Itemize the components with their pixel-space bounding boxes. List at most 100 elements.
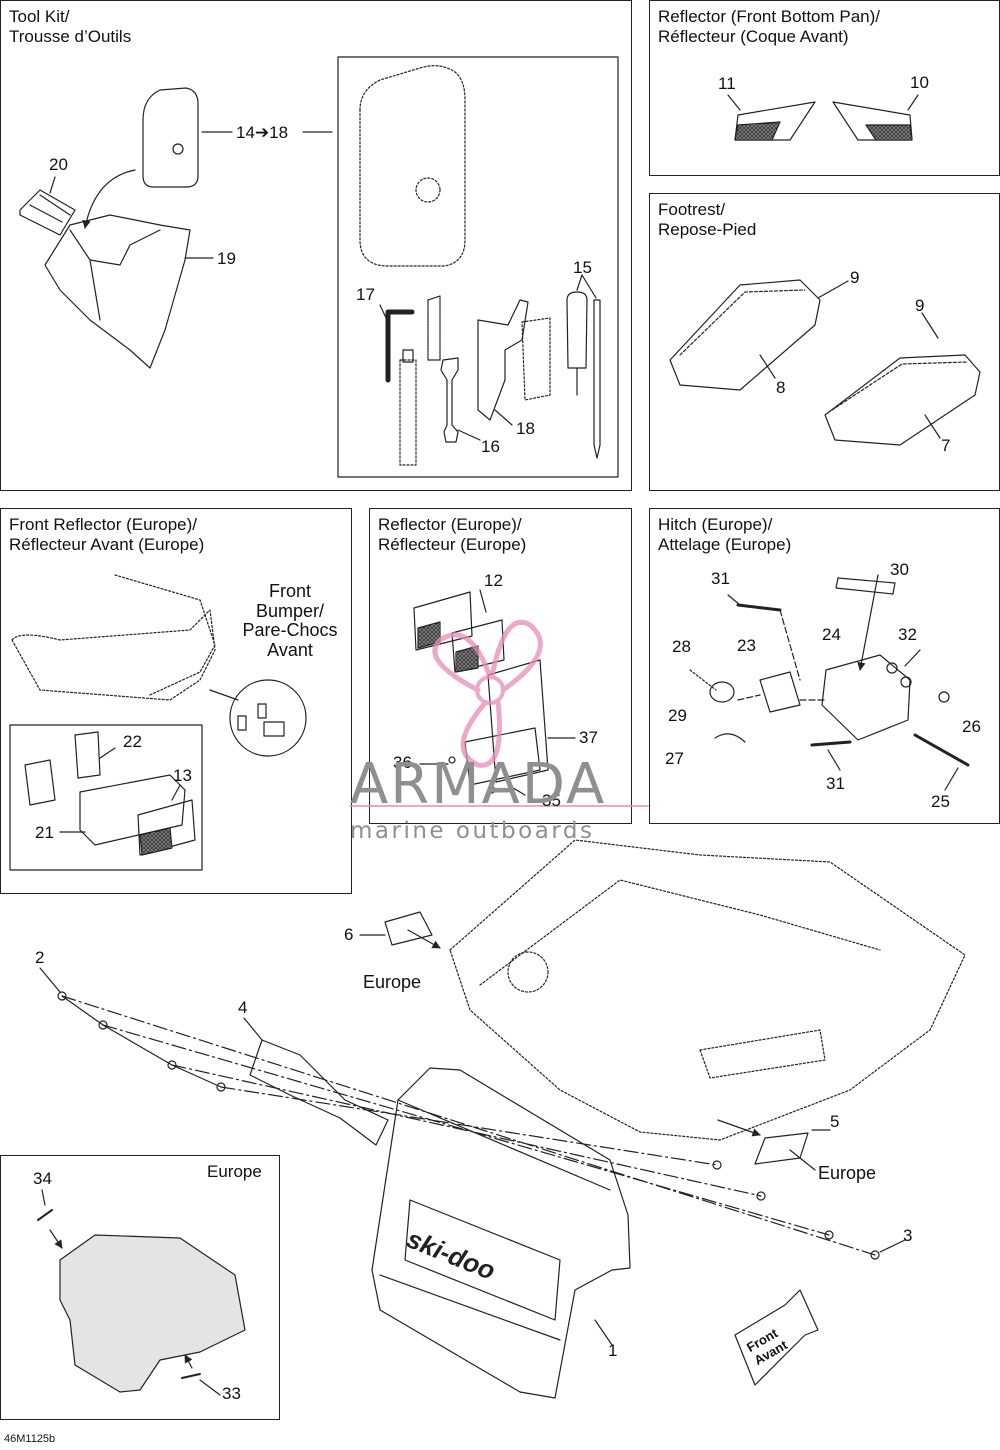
extension-socket xyxy=(399,359,417,466)
europe-label-6: Europe xyxy=(363,972,422,992)
callout-6: 6 xyxy=(344,925,354,944)
panel-reflector-europe: Reflector (Europe)/ Réflecteur (Europe) xyxy=(369,508,632,824)
callout-5: 5 xyxy=(830,1112,840,1131)
callout-14-18: 14➔18 xyxy=(236,123,289,142)
callout-18: 18 xyxy=(516,419,535,438)
hex-bit xyxy=(427,295,441,361)
body-outline xyxy=(449,839,966,1141)
callout-23: 23 xyxy=(737,636,756,655)
callout-30: 30 xyxy=(890,560,909,579)
panel-title: Tool Kit/ Trousse d’Outils xyxy=(9,7,132,46)
panel-tool-kit: Tool Kit/ Trousse d’Outils xyxy=(0,0,632,491)
callout-7: 7 xyxy=(941,436,951,455)
panel-hitch-europe: Hitch (Europe)/ Attelage (Europe) xyxy=(649,508,1000,824)
callout-9b: 9 xyxy=(915,296,925,315)
watermark-brand: ARMADA xyxy=(350,752,607,817)
reflector-13 xyxy=(137,799,196,856)
footrest-8 xyxy=(669,279,821,391)
callout-13: 13 xyxy=(173,766,192,785)
callout-35: 35 xyxy=(542,791,561,810)
callout-22: 22 xyxy=(123,732,142,751)
bolt-31a xyxy=(736,603,782,612)
panel-title: Reflector (Front Bottom Pan)/ Réflecteur… xyxy=(658,7,881,46)
tool-kit-detail-frame xyxy=(337,56,619,478)
bolt-31b xyxy=(810,740,852,747)
callout-27: 27 xyxy=(665,749,684,768)
callout-12: 12 xyxy=(484,571,503,590)
europe-label-5: Europe xyxy=(818,1163,877,1183)
callout-15: 15 xyxy=(573,258,592,277)
detail-circle xyxy=(229,679,307,757)
tool-bag-outline xyxy=(359,65,466,267)
pin-25 xyxy=(913,733,970,767)
callout-17: 17 xyxy=(356,285,375,304)
rivets-3 xyxy=(712,1160,880,1260)
callout-32: 32 xyxy=(898,625,917,644)
clip-27 xyxy=(714,733,746,743)
panel-title: Reflector (Europe)/ Réflecteur (Europe) xyxy=(378,515,527,554)
screwdriver-15 xyxy=(566,291,588,369)
callout-2: 2 xyxy=(35,948,45,967)
front-arrow-shape xyxy=(734,1289,819,1386)
panel-footrest: Footrest/ Repose-Pied xyxy=(649,193,1000,491)
spanner-18 xyxy=(477,299,529,421)
socket-18 xyxy=(521,317,551,401)
watermark-propeller-icon xyxy=(432,619,543,768)
washer-29 xyxy=(709,681,735,703)
part-19-holder xyxy=(44,214,191,369)
panel-title: Europe xyxy=(207,1162,262,1181)
callout-4: 4 xyxy=(238,998,248,1017)
plate-37 xyxy=(487,659,549,783)
bracket-36 xyxy=(464,727,541,786)
europe-snowmobile xyxy=(59,1234,246,1393)
callout-1: 1 xyxy=(608,1341,618,1360)
callout-31a: 31 xyxy=(711,569,730,588)
callout-8: 8 xyxy=(776,378,786,397)
rivets-2 xyxy=(57,991,226,1092)
callout-24: 24 xyxy=(822,625,841,644)
snow-flap-1 xyxy=(371,1067,631,1399)
front-reflector-detail-frame xyxy=(9,724,203,871)
hex-key-17 xyxy=(385,309,415,383)
reflector-12b xyxy=(451,619,505,673)
reflector-housing-21 xyxy=(79,774,186,846)
callout-37: 37 xyxy=(579,728,598,747)
plate-30 xyxy=(835,577,896,595)
bracket-22 xyxy=(24,731,101,806)
reflector-5 xyxy=(754,1132,809,1165)
panel-title: Front Reflector (Europe)/ Réflecteur Ava… xyxy=(9,515,205,554)
reflector-6 xyxy=(384,911,433,946)
bracket-23 xyxy=(759,671,801,713)
callout-21: 21 xyxy=(35,823,54,842)
callout-9a: 9 xyxy=(850,268,860,287)
callout-34: 34 xyxy=(33,1169,52,1188)
callout-16: 16 xyxy=(481,437,500,456)
hitch-body-24 xyxy=(821,654,911,741)
reflector-11 xyxy=(734,101,816,141)
callout-10: 10 xyxy=(910,73,929,92)
callout-26: 26 xyxy=(962,717,981,736)
callout-33: 33 xyxy=(222,1384,241,1403)
callout-20: 20 xyxy=(49,155,68,174)
reflector-12a xyxy=(413,591,473,651)
screwdriver-blade xyxy=(593,299,601,459)
callout-31b: 31 xyxy=(826,774,845,793)
footrest-7 xyxy=(824,354,981,446)
callout-28: 28 xyxy=(672,637,691,656)
callout-29: 29 xyxy=(668,706,687,725)
front-bumper-label: Front Bumper/ Pare-Chocs Avant xyxy=(242,581,338,660)
callout-11: 11 xyxy=(718,74,736,93)
tool-bag-small xyxy=(142,87,199,188)
panel-title: Footrest/ Repose-Pied xyxy=(658,200,757,239)
callout-19: 19 xyxy=(217,249,236,268)
part-20-clip xyxy=(19,189,76,236)
bracket-4 xyxy=(249,1039,389,1146)
callout-25: 25 xyxy=(931,792,950,811)
watermark-tagline: marine outboards xyxy=(350,818,595,844)
panel-front-reflector-europe: Front Reflector (Europe)/ Réflecteur Ava… xyxy=(0,508,352,894)
panel-title: Hitch (Europe)/ Attelage (Europe) xyxy=(658,515,792,554)
figure-id: 46M1125b xyxy=(4,1433,56,1445)
callout-3: 3 xyxy=(903,1226,913,1245)
front-bumper-outline xyxy=(11,609,216,701)
